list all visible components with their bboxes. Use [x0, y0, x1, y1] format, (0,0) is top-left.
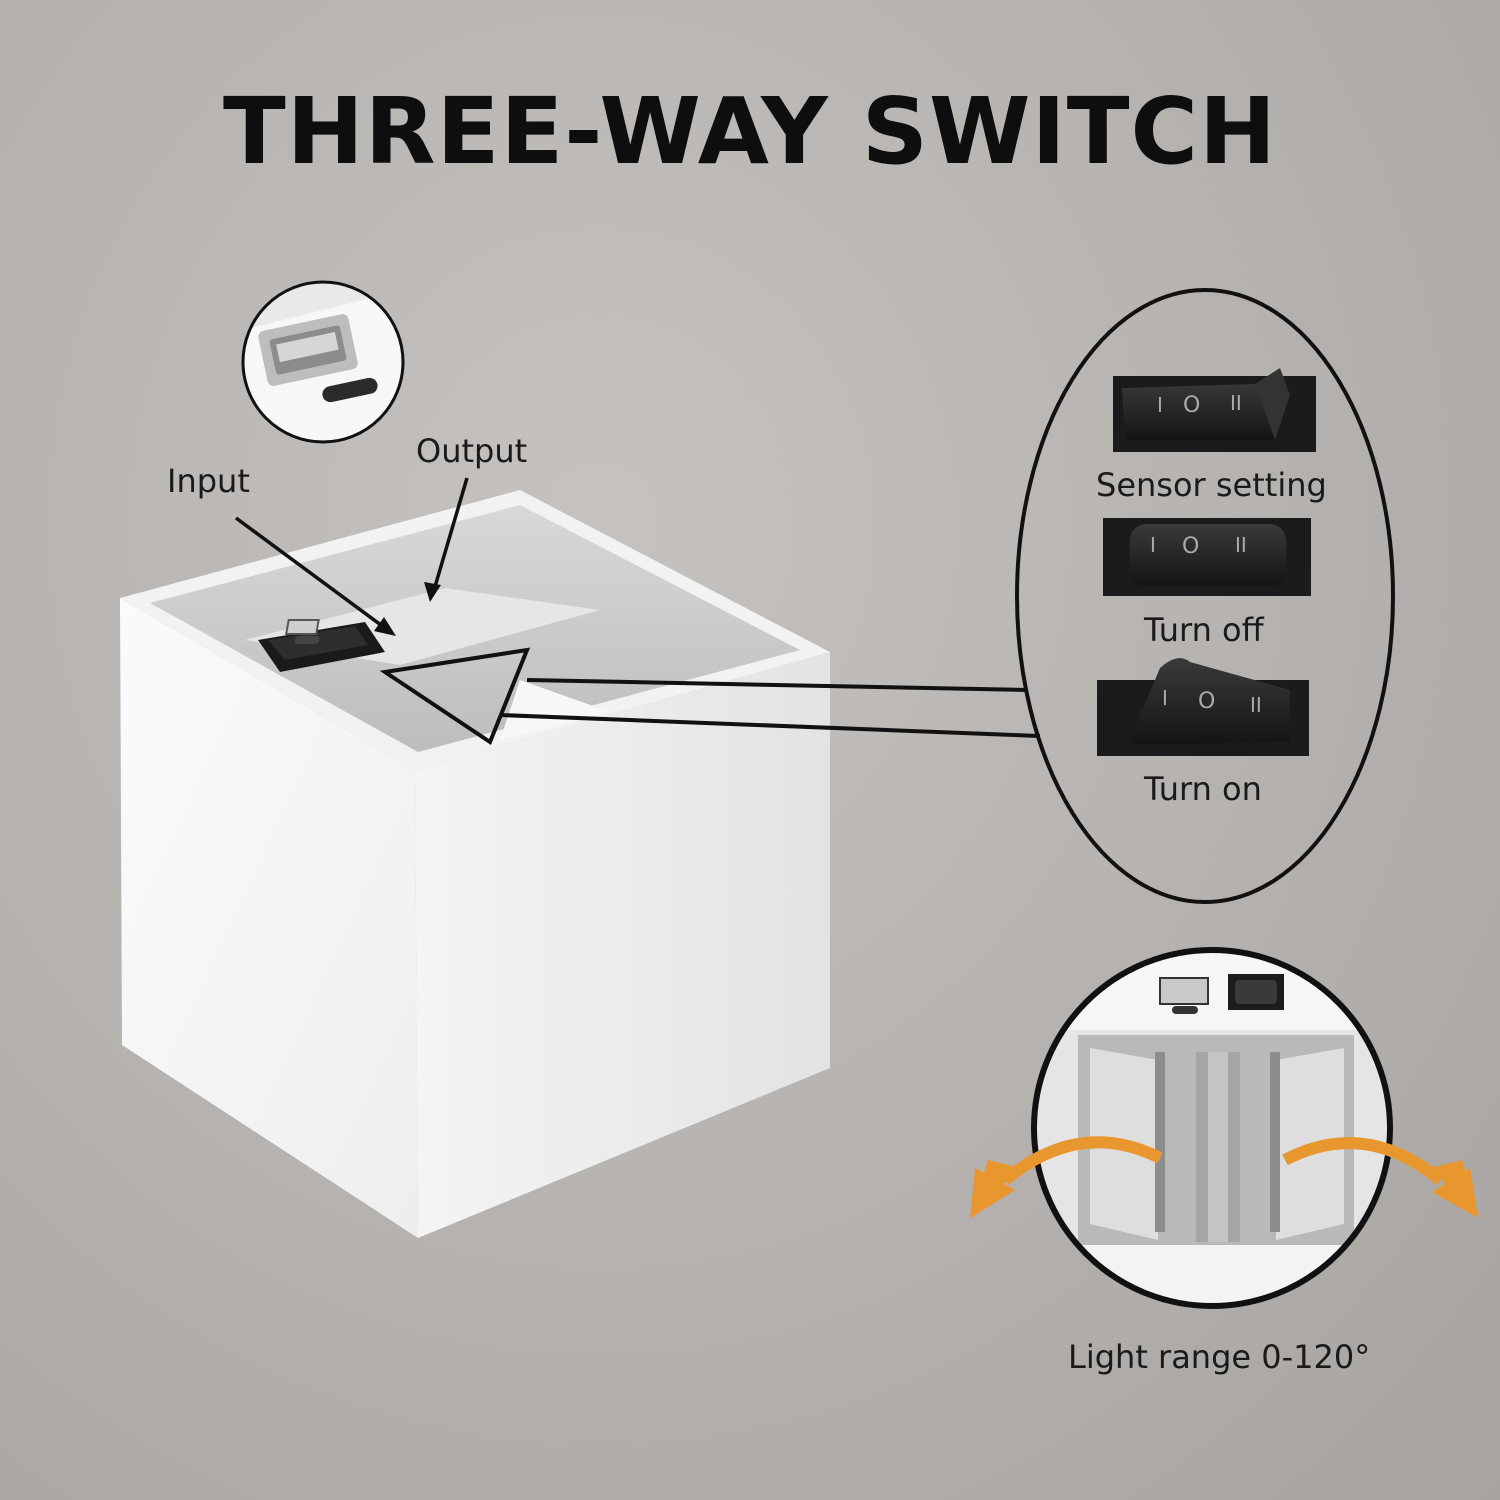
- callout-lines: [499, 678, 1041, 738]
- svg-text:II: II: [1250, 693, 1262, 717]
- output-pointer-arrow: [424, 477, 469, 602]
- svg-text:I: I: [1150, 533, 1156, 557]
- light-range-detail-circle: [1031, 947, 1393, 1309]
- svg-text:I: I: [1157, 393, 1163, 417]
- output-label: Output: [416, 432, 528, 470]
- cube-usb-ports: [285, 619, 320, 644]
- svg-text:II: II: [1235, 533, 1247, 557]
- turn-on-label: Turn on: [1144, 770, 1262, 808]
- svg-text:O: O: [1182, 534, 1199, 559]
- cube-right-face: [415, 652, 830, 1238]
- left-range-arrow-icon: [970, 1136, 1163, 1218]
- svg-text:O: O: [1198, 689, 1215, 714]
- input-pointer-arrow: [234, 516, 396, 636]
- page-title: THREE-WAY SWITCH: [223, 78, 1277, 185]
- rocker-turn-on-icon: I O II: [1097, 658, 1309, 756]
- light-range-label: Light range 0-120°: [1068, 1338, 1371, 1376]
- cube-left-face: [120, 598, 418, 1238]
- turn-off-label: Turn off: [1144, 611, 1264, 649]
- svg-text:I: I: [1162, 686, 1168, 710]
- input-label: Input: [167, 462, 250, 500]
- svg-text:O: O: [1183, 393, 1200, 418]
- svg-text:II: II: [1230, 391, 1242, 415]
- usb-detail-circle: [241, 280, 405, 444]
- sensor-setting-label: Sensor setting: [1096, 466, 1327, 504]
- wall-light-cube: [120, 490, 830, 1238]
- switch-highlight-outline: [379, 647, 531, 746]
- inner-reflector: [500, 680, 610, 740]
- switch-modes-ellipse: [1015, 288, 1395, 904]
- cube-rocker-switch: [258, 622, 385, 672]
- right-range-arrow-icon: [1282, 1137, 1478, 1218]
- rocker-turn-off-icon: I O II: [1103, 518, 1311, 596]
- rocker-sensor-setting-icon: I O II: [1113, 368, 1316, 452]
